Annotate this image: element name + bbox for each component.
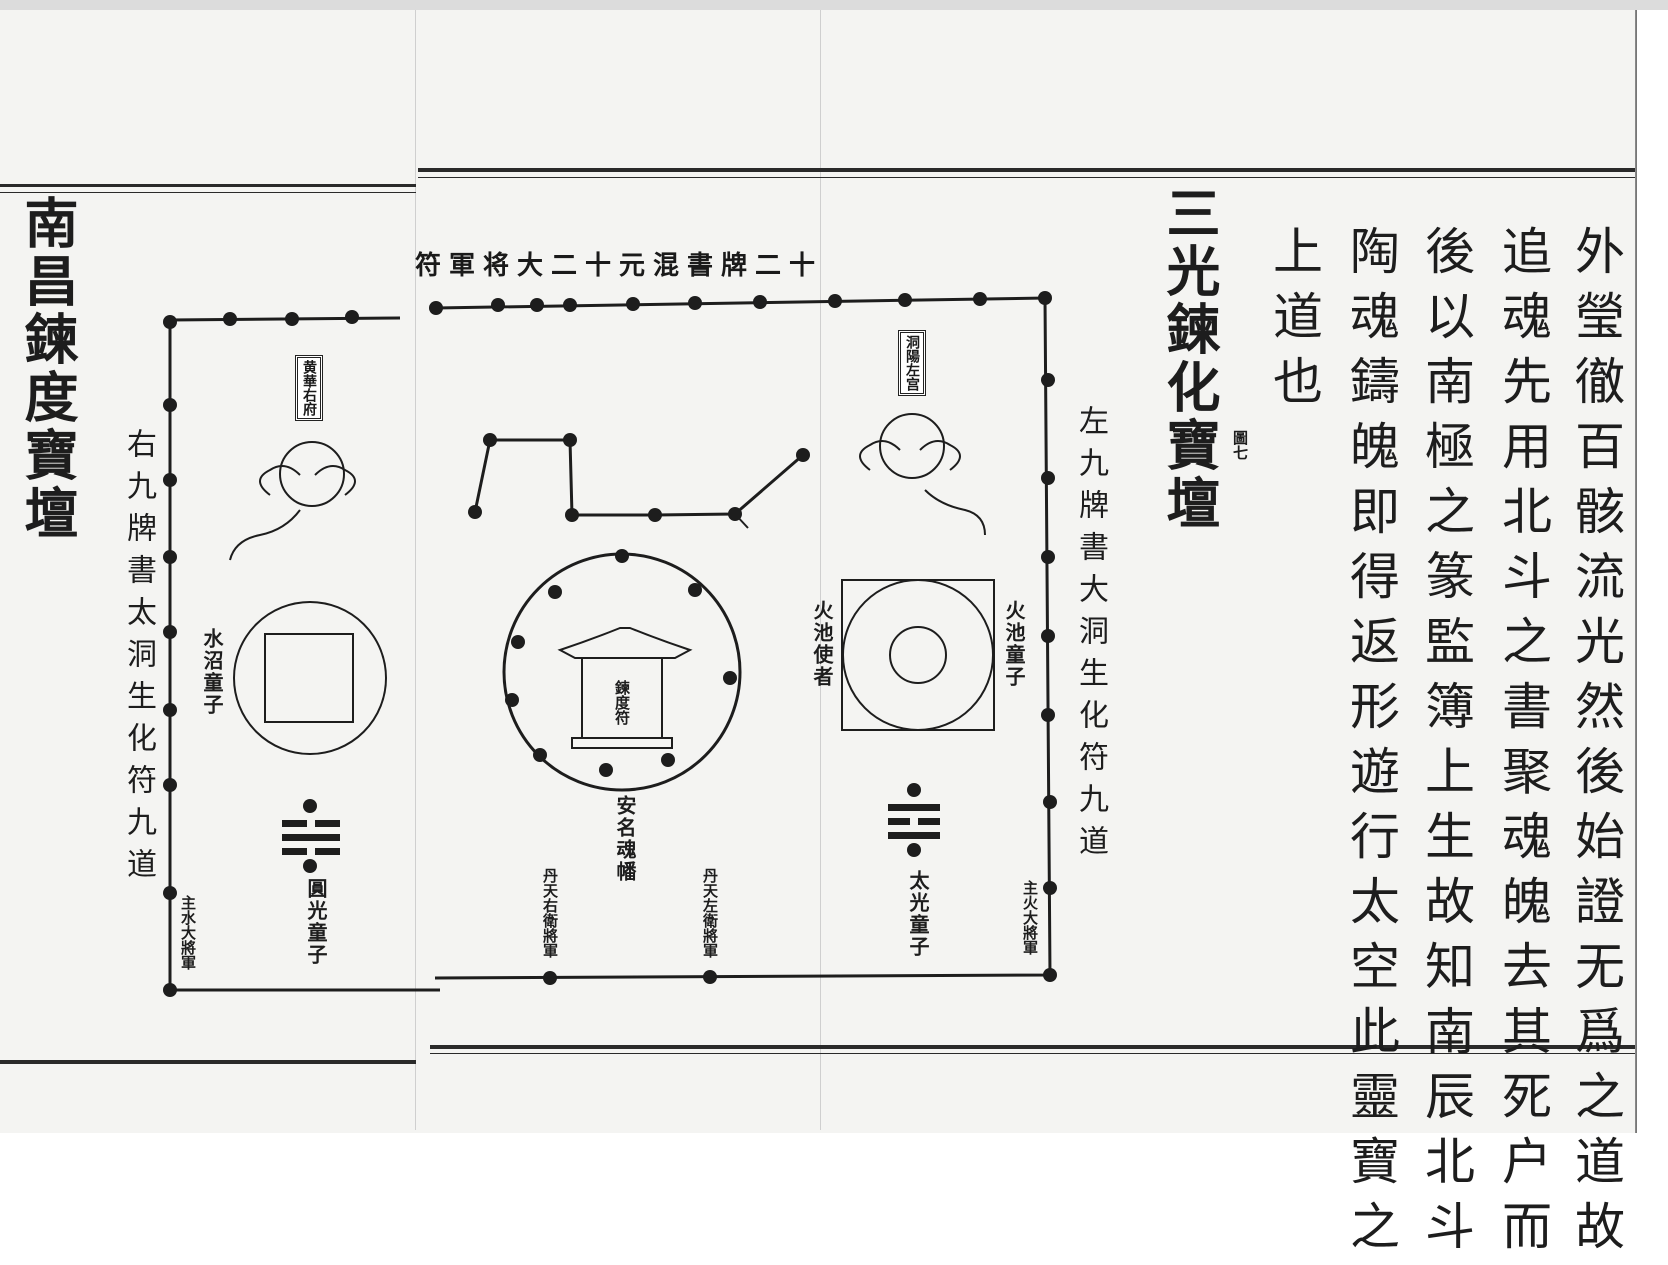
soul-banner-label: 安名魂幡 [613, 795, 637, 883]
right-tablets-label: 右九牌書太洞生化符九道 [121, 428, 156, 890]
water-general-label: 主水大將軍 [179, 895, 197, 970]
viewer-top-bar [0, 0, 1668, 10]
top-border-right-thin [418, 177, 1635, 178]
moon-boy-label: 圓光童子 [304, 878, 328, 966]
fire-general-label: 主火大將軍 [1021, 880, 1039, 955]
water-pool-boy-label: 水沼童子 [200, 628, 224, 716]
page-right-edge [1635, 10, 1636, 1133]
body-column-1: 外瑩徹百骸流光然後始證无爲之道故 [1567, 225, 1625, 1265]
right-title: 三光鍊化寶壇 [1157, 185, 1221, 533]
top-border-left-thin [0, 192, 416, 193]
top-generals-label: 十二牌書混元十二大将軍符 [415, 251, 824, 281]
fold-line [415, 10, 416, 1130]
body-column-2: 追魂先用北斗之書聚魂魄去其死户而 [1494, 225, 1552, 1265]
top-border-left [0, 184, 416, 187]
bottom-border-left [0, 1060, 416, 1064]
body-column-5: 上道也 [1265, 225, 1323, 420]
page-edge [1635, 10, 1637, 1133]
body-column-4: 陶魂鑄魄即得返形遊行太空此靈寶之 [1342, 225, 1400, 1265]
bottom-border-right-thin [430, 1053, 1635, 1054]
left-title: 南昌鍊度寶壇 [15, 195, 79, 543]
scanned-page [0, 10, 1635, 1133]
top-border-right [418, 168, 1635, 172]
altar-diagram [163, 291, 1057, 997]
shrine-inscription: 鍊度符 [613, 680, 631, 725]
sun-boy-label: 太光童子 [906, 870, 930, 958]
body-column-3: 後以南極之篆監簿上生故知南辰北斗 [1417, 225, 1475, 1265]
left-tablets-label: 左九牌書大洞生化符九道 [1073, 405, 1108, 867]
plaque-right-palace: 黄華右府 [295, 355, 323, 421]
fold-line [820, 10, 821, 1130]
plaque-left-palace: 洞陽左宫 [898, 330, 926, 396]
fire-pool-boy-label: 火池童子 [1002, 600, 1026, 688]
figure-note: 圖七 [1231, 430, 1249, 460]
fire-pool-envoy-label: 火池使者 [810, 600, 834, 688]
bottom-border-right [430, 1045, 1635, 1049]
left-guard-general-label: 丹天左衛將軍 [701, 868, 719, 958]
right-guard-general-label: 丹天右衛將軍 [541, 868, 559, 958]
